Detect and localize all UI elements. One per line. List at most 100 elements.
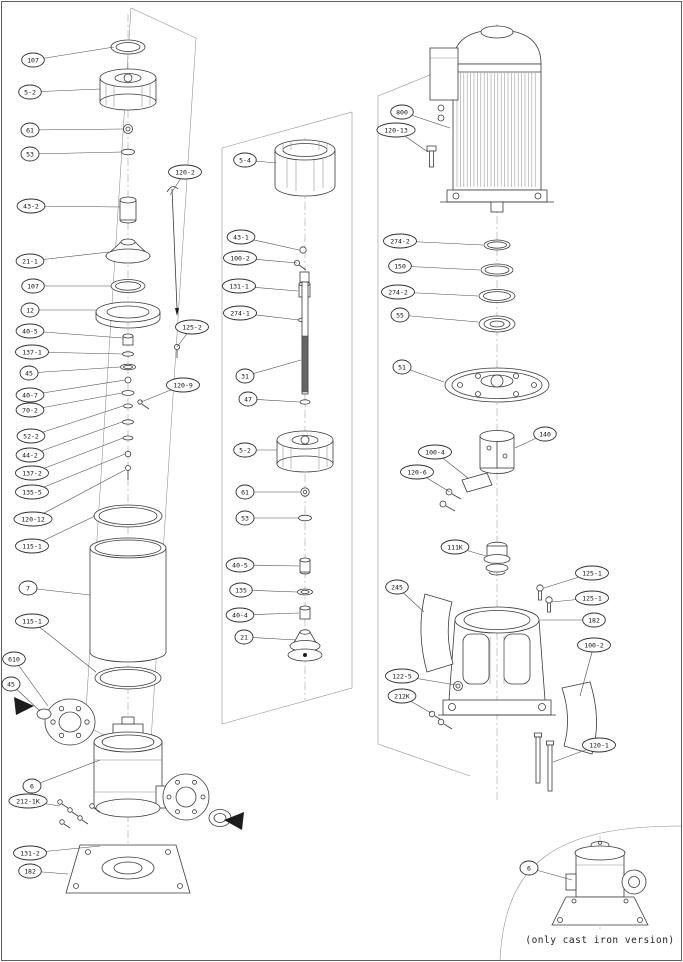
part-callout-label: 40-5 xyxy=(232,561,248,569)
part-callout-label: 5-2 xyxy=(239,446,251,454)
part-callout-label: 125-1 xyxy=(582,594,602,602)
part-callout-label: 70-2 xyxy=(22,406,38,414)
part-callout-107 xyxy=(21,52,45,68)
part-callout-40-5 xyxy=(15,323,45,339)
part-callout-label: 45 xyxy=(7,680,15,688)
part-callout-label: 131-2 xyxy=(20,849,40,857)
middle-assembly-shaft-stage xyxy=(274,138,336,700)
part-callout-21 xyxy=(234,629,254,645)
part-callout-label: 47 xyxy=(244,395,252,403)
flow-arrow-outlet xyxy=(224,812,244,830)
part-callout-label: 274-2 xyxy=(390,237,410,245)
part-callout-125-2 xyxy=(175,319,209,335)
part-callout-137-1 xyxy=(15,344,49,360)
part-callout-label: 5-2 xyxy=(24,88,36,96)
part-callout-label: 21 xyxy=(240,633,248,641)
leader-line xyxy=(579,644,595,697)
part-callout-245 xyxy=(385,579,409,595)
part-callout-label: 31 xyxy=(241,372,249,380)
part-callout-45 xyxy=(19,365,39,381)
part-callout-122-5 xyxy=(385,668,419,684)
part-callout-274-2 xyxy=(383,233,417,249)
left-assembly-pump-stack xyxy=(14,14,244,894)
flow-arrow-inlet xyxy=(14,697,34,715)
part-callout-label: 120-13 xyxy=(384,126,408,134)
part-callout-label: 100-2 xyxy=(230,254,250,262)
part-callout-45 xyxy=(1,676,21,692)
leader-line xyxy=(32,469,126,520)
part-callout-label: 182 xyxy=(24,867,36,875)
part-callout-120-2 xyxy=(168,164,202,180)
part-callout-label: 43-1 xyxy=(233,233,249,241)
part-callout-212K xyxy=(387,688,417,704)
part-callout-800 xyxy=(390,104,414,120)
part-callout-135-5 xyxy=(15,484,49,500)
part-callout-120-12 xyxy=(13,511,53,527)
part-callout-40-4 xyxy=(225,607,255,623)
part-callout-5-2 xyxy=(18,84,42,100)
part-callout-274-2 xyxy=(381,284,415,300)
part-callout-label: 150 xyxy=(394,262,406,270)
part-callout-label: 140 xyxy=(539,430,551,438)
part-callout-label: 125-2 xyxy=(182,323,202,331)
part-callout-7 xyxy=(18,580,38,596)
part-callout-53 xyxy=(20,146,40,162)
part-callout-6 xyxy=(519,860,539,876)
inset-cast-iron-version: (only cast iron version) xyxy=(499,825,682,961)
part-callout-label: 125-1 xyxy=(582,569,602,577)
part-callout-label: 111K xyxy=(447,543,463,551)
part-callout-21-1 xyxy=(15,253,45,269)
leader-line xyxy=(29,151,123,155)
part-callout-label: 122-5 xyxy=(392,672,412,680)
part-callout-label: 107 xyxy=(27,56,39,64)
leader-line xyxy=(30,205,121,208)
part-callout-150 xyxy=(388,258,412,274)
part-callout-100-4 xyxy=(418,444,452,460)
part-callout-label: 100-2 xyxy=(584,641,604,649)
leader-line xyxy=(29,379,126,396)
part-callout-label: 274-1 xyxy=(230,309,250,317)
part-callout-100-2 xyxy=(577,637,611,653)
part-callout-40-7 xyxy=(15,387,45,403)
part-callout-31 xyxy=(235,368,255,384)
part-callout-182 xyxy=(18,863,42,879)
leader-line xyxy=(29,330,124,339)
part-callout-label: 12 xyxy=(26,306,34,314)
part-callout-137-2 xyxy=(15,465,49,481)
part-callout-44-2 xyxy=(15,447,45,463)
leader-line xyxy=(29,128,124,131)
part-callout-125-1 xyxy=(575,565,609,581)
part-callout-610 xyxy=(2,651,26,667)
part-callout-5-4 xyxy=(233,152,257,168)
part-callout-53 xyxy=(235,510,255,526)
part-callout-label: 120-2 xyxy=(175,168,195,176)
leader-line xyxy=(32,46,115,61)
part-callout-43-1 xyxy=(226,229,256,245)
part-callout-70-2 xyxy=(15,402,45,418)
part-callout-label: 6 xyxy=(527,864,531,872)
leader-line xyxy=(30,405,124,437)
leader-line xyxy=(29,421,123,456)
part-callout-label: 107 xyxy=(27,282,39,290)
part-callout-120-1 xyxy=(582,737,616,753)
part-callout-label: 115-1 xyxy=(22,542,42,550)
part-callout-182 xyxy=(582,612,606,628)
part-callout-100-2 xyxy=(223,250,257,266)
part-callout-55 xyxy=(390,307,410,323)
part-callout-131-2 xyxy=(13,845,47,861)
part-callout-label: 100-4 xyxy=(425,448,445,456)
part-callout-label: 212K xyxy=(394,692,410,700)
part-callout-label: 61 xyxy=(241,488,249,496)
part-callout-115-1 xyxy=(15,538,49,554)
part-callout-52-2 xyxy=(16,428,46,444)
part-callout-274-1 xyxy=(223,305,257,321)
part-callout-label: 182 xyxy=(588,616,600,624)
leader-line xyxy=(399,314,479,323)
leader-line xyxy=(13,658,49,707)
part-callout-label: 40-7 xyxy=(22,391,38,399)
part-callout-12 xyxy=(20,302,40,318)
part-callout-label: 135-5 xyxy=(22,488,42,496)
